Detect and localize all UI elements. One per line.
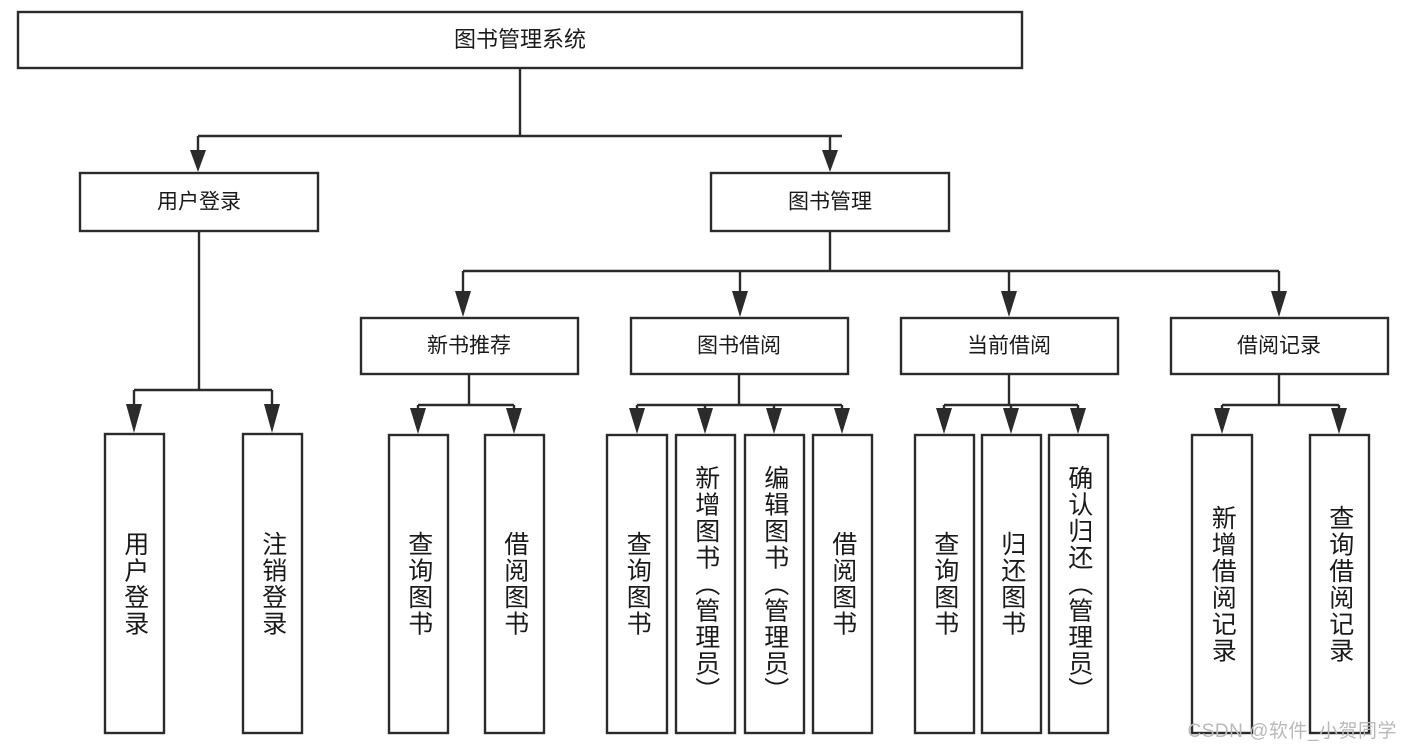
node-user-login[interactable]: 用户登录 bbox=[78, 171, 320, 233]
arrowhead-borrowrecord-leaf1 bbox=[1214, 408, 1230, 434]
arrowhead-newbook-leaf1 bbox=[410, 408, 426, 434]
leaf-rect-group bbox=[103, 432, 1371, 735]
connector-group-borrowrecord-to-leaves bbox=[1214, 374, 1347, 434]
arrowhead-currentborrow-leaf1 bbox=[936, 408, 952, 434]
connector-group-bookborrow-to-leaves bbox=[629, 374, 850, 434]
node-borrow-record-label: 借阅记录 bbox=[1237, 335, 1321, 358]
node-new-book-recommend-rect[interactable] bbox=[359, 316, 580, 376]
node-book-borrow[interactable]: 图书借阅 bbox=[629, 316, 850, 376]
arrowhead-leaf-logout bbox=[264, 404, 280, 433]
leaf-rect-current-borrow-1[interactable] bbox=[913, 433, 976, 735]
leaf-rect-book-borrow-4[interactable] bbox=[811, 433, 874, 735]
arrowhead-borrowrecord-leaf2 bbox=[1331, 408, 1347, 434]
node-book-management[interactable]: 图书管理 bbox=[709, 171, 951, 233]
leaf-rect-current-borrow-3[interactable] bbox=[1047, 433, 1110, 735]
node-book-borrow-rect[interactable] bbox=[629, 316, 850, 376]
node-user-login-label: 用户登录 bbox=[157, 191, 241, 214]
leaf-rect-user-login-2[interactable] bbox=[241, 432, 304, 735]
node-user-login-rect[interactable] bbox=[78, 171, 320, 233]
node-borrow-record[interactable]: 借阅记录 bbox=[1169, 316, 1390, 376]
arrowhead-leaf-user-login bbox=[126, 404, 142, 433]
leaf-rect-book-borrow-3[interactable] bbox=[743, 433, 806, 735]
connector-group-userlogin-to-leaves bbox=[126, 231, 280, 433]
node-current-borrow-rect[interactable] bbox=[899, 316, 1120, 376]
connector-group-root-to-level2 bbox=[190, 68, 842, 172]
arrowhead-user-login bbox=[190, 150, 206, 172]
arrowhead-book-borrow bbox=[732, 291, 748, 317]
node-book-management-rect[interactable] bbox=[709, 171, 951, 233]
leaf-rect-new-book-2[interactable] bbox=[483, 433, 546, 735]
arrowhead-current-borrow bbox=[1001, 291, 1017, 317]
node-root-rect[interactable] bbox=[16, 10, 1024, 70]
connector-group-newbook-to-leaves bbox=[410, 374, 522, 434]
leaf-rect-borrow-record-1[interactable] bbox=[1190, 433, 1254, 735]
leaf-rect-new-book-1[interactable] bbox=[387, 433, 450, 735]
arrowhead-bookborrow-leaf4 bbox=[834, 408, 850, 434]
node-root-system[interactable]: 图书管理系统 bbox=[16, 10, 1024, 70]
arrowhead-new-book-recommend bbox=[455, 291, 471, 317]
connector-group-bookmgmt-to-level3 bbox=[455, 231, 1287, 317]
leaf-rect-user-login-1[interactable] bbox=[103, 432, 166, 735]
arrowhead-bookborrow-leaf1 bbox=[629, 408, 645, 434]
leaf-rect-current-borrow-2[interactable] bbox=[980, 433, 1043, 735]
arrowhead-book-mgmt bbox=[822, 150, 838, 172]
leaf-rect-borrow-record-2[interactable] bbox=[1308, 433, 1371, 735]
arrowhead-newbook-leaf2 bbox=[506, 408, 522, 434]
arrowhead-currentborrow-leaf3 bbox=[1070, 408, 1086, 434]
leaf-rect-book-borrow-2[interactable] bbox=[674, 433, 737, 735]
arrowhead-currentborrow-leaf2 bbox=[1003, 408, 1019, 434]
node-new-book-recommend[interactable]: 新书推荐 bbox=[359, 316, 580, 376]
arrowhead-borrow-record bbox=[1271, 291, 1287, 317]
node-root-label: 图书管理系统 bbox=[454, 27, 586, 52]
node-current-borrow-label: 当前借阅 bbox=[967, 335, 1051, 358]
node-borrow-record-rect[interactable] bbox=[1169, 316, 1390, 376]
watermark-text: CSDN @软件_小贺同学 bbox=[1187, 721, 1397, 742]
node-book-borrow-label: 图书借阅 bbox=[697, 335, 781, 358]
node-book-management-label: 图书管理 bbox=[788, 191, 872, 214]
arrowhead-bookborrow-leaf3 bbox=[766, 408, 782, 434]
node-current-borrow[interactable]: 当前借阅 bbox=[899, 316, 1120, 376]
leaf-rect-book-borrow-1[interactable] bbox=[605, 433, 669, 735]
node-new-book-recommend-label: 新书推荐 bbox=[427, 335, 511, 358]
connector-group-currentborrow-to-leaves bbox=[936, 374, 1086, 434]
arrowhead-bookborrow-leaf2 bbox=[697, 408, 713, 434]
